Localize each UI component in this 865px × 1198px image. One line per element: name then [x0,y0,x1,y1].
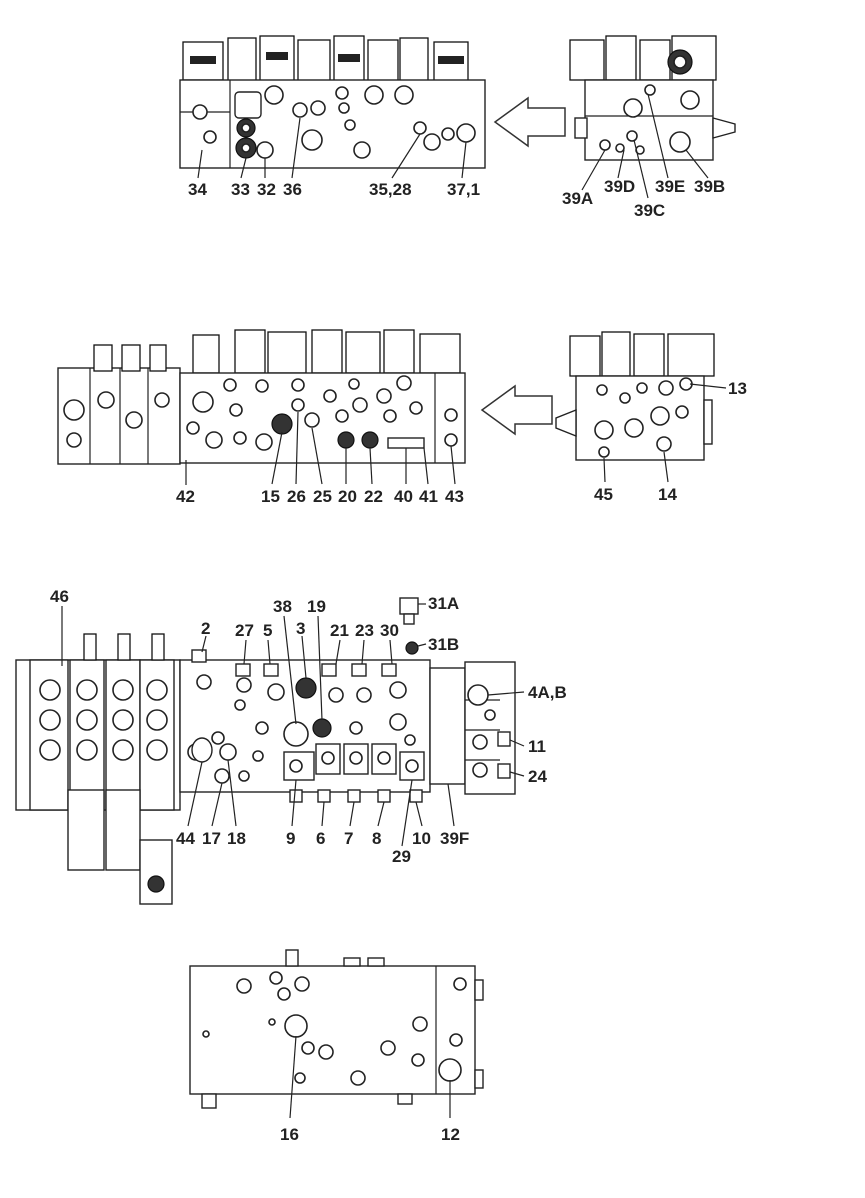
label-21: 21 [330,621,349,640]
view-4-valve-body [189,949,484,1109]
view-2-side-leaders [603,383,727,483]
label-4ab: 4A,B [528,683,567,702]
label-40: 40 [394,487,413,506]
view-1-side-body [569,35,736,161]
label-35-28: 35,28 [369,180,412,199]
view-2-valve-body [57,329,466,465]
label-11: 11 [528,737,546,756]
label-17: 17 [202,829,221,848]
label-5: 5 [263,621,272,640]
label-27: 27 [235,621,254,640]
label-39e: 39E [655,177,685,196]
view-arrow-1 [493,96,566,148]
label-26: 26 [287,487,306,506]
label-12: 12 [441,1125,460,1144]
view-1-side-leaders [581,93,709,199]
label-36: 36 [283,180,302,199]
label-41: 41 [419,487,438,506]
view-3-valve-body [15,597,516,905]
label-43: 43 [445,487,464,506]
label-19: 19 [307,597,326,616]
label-30: 30 [380,621,399,640]
view-3-leaders [61,603,525,847]
label-39a: 39A [562,189,593,208]
label-8: 8 [372,829,381,848]
label-39f: 39F [440,829,469,848]
label-46: 46 [50,587,69,606]
label-29: 29 [392,847,411,866]
view-arrow-2 [480,384,553,436]
label-13: 13 [728,379,747,398]
view-2-side-body [555,331,715,461]
label-25: 25 [313,487,332,506]
label-18: 18 [227,829,246,848]
label-32: 32 [257,180,276,199]
label-45: 45 [594,485,613,504]
view-1-leaders [197,117,467,179]
label-39d: 39D [604,177,635,196]
label-31a: 31A [428,594,459,613]
view-2-leaders [185,411,456,485]
label-34: 34 [188,180,207,199]
label-2: 2 [201,619,210,638]
label-14: 14 [658,485,677,504]
view-4-leaders [289,1035,451,1119]
label-22: 22 [364,487,383,506]
label-3: 3 [296,619,305,638]
label-42: 42 [176,487,195,506]
view-1-solenoids [182,35,469,83]
label-7: 7 [344,829,353,848]
label-23: 23 [355,621,374,640]
label-37-1: 37,1 [447,180,480,199]
label-10: 10 [412,829,431,848]
label-39c: 39C [634,201,665,220]
label-6: 6 [316,829,325,848]
label-39b: 39B [694,177,725,196]
label-15: 15 [261,487,280,506]
label-16: 16 [280,1125,299,1144]
label-20: 20 [338,487,357,506]
label-24: 24 [528,767,547,786]
label-9: 9 [286,829,295,848]
label-38: 38 [273,597,292,616]
label-33: 33 [231,180,250,199]
label-31b: 31B [428,635,459,654]
label-44: 44 [176,829,195,848]
view-1-valve-body [179,35,486,169]
